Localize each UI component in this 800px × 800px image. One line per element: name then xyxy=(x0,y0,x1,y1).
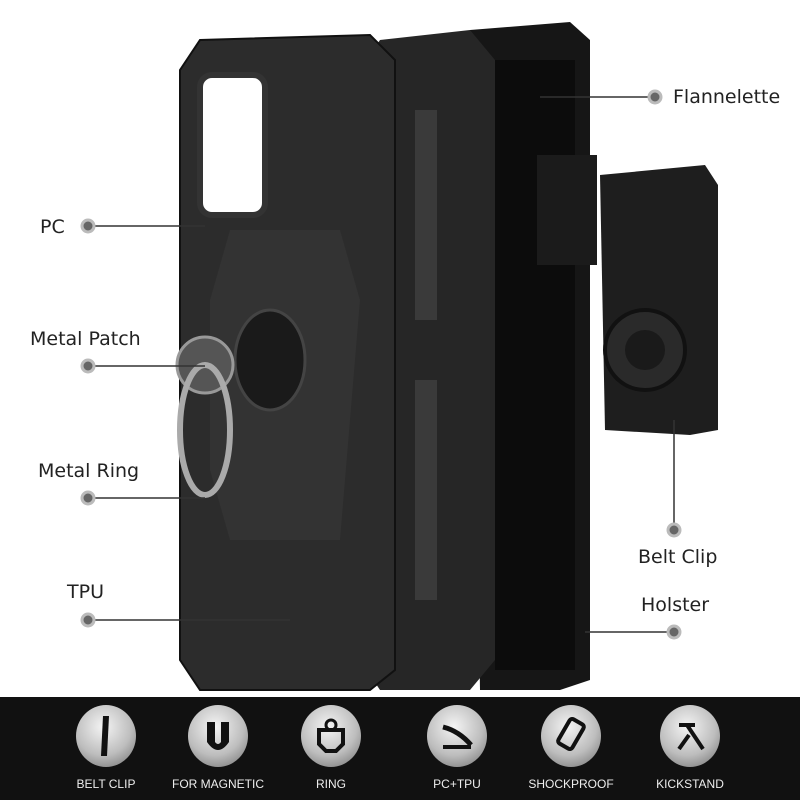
feature-ring: RING xyxy=(271,705,391,791)
feature-kickstand: KICKSTAND xyxy=(630,705,750,791)
callout-metal-ring: Metal Ring xyxy=(38,460,140,482)
feature-magnetic: FOR MAGNETIC xyxy=(158,705,278,791)
metal-ring xyxy=(177,362,233,498)
callout-metal-patch: Metal Patch xyxy=(30,328,141,350)
belt-clip-icon xyxy=(76,705,136,767)
layers-icon xyxy=(427,705,487,767)
magnet-icon xyxy=(188,705,248,767)
kickstand-icon xyxy=(660,705,720,767)
callout-dots xyxy=(80,89,682,640)
callout-tpu: TPU xyxy=(67,581,104,603)
callout-belt-clip: Belt Clip xyxy=(638,546,718,568)
callout-pc: PC xyxy=(40,216,65,238)
callout-flannelette: Flannelette xyxy=(673,86,781,108)
ring-icon xyxy=(301,705,361,767)
feature-shockproof: SHOCKPROOF xyxy=(511,705,631,791)
callout-holster: Holster xyxy=(641,594,710,616)
feature-belt-clip: BELT CLIP xyxy=(46,705,166,791)
belt-clip xyxy=(600,165,718,435)
shockproof-icon xyxy=(541,705,601,767)
feature-pc-tpu: PC+TPU xyxy=(397,705,517,791)
feature-bar: BELT CLIP FOR MAGNETIC RING PC+TPU SHOCK… xyxy=(0,697,800,800)
